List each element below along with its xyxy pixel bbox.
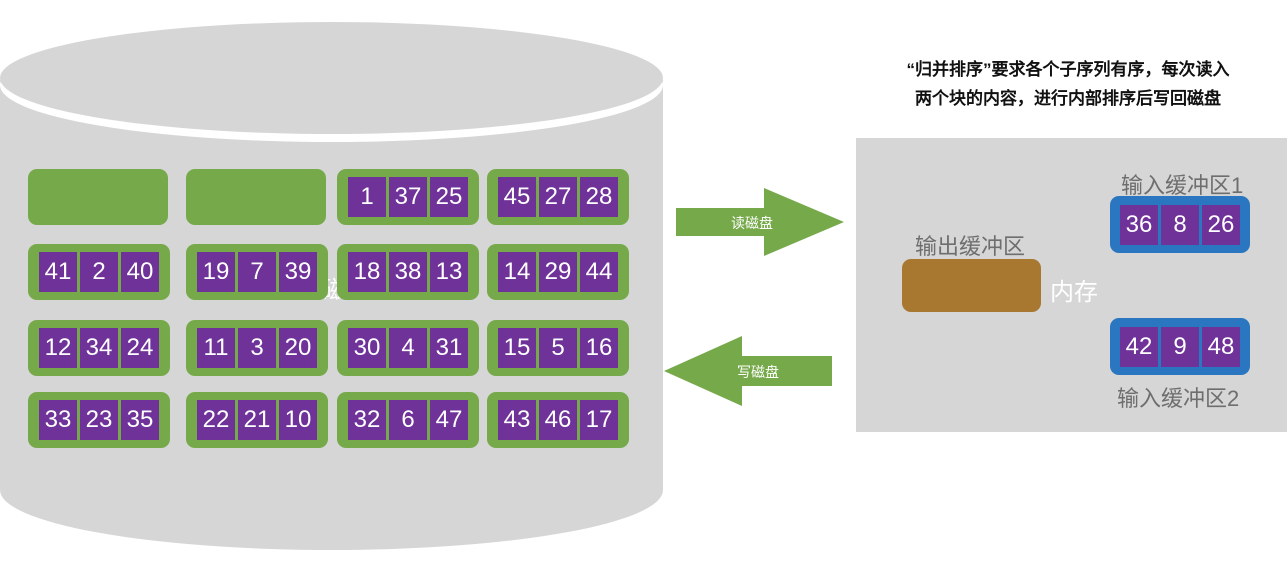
buffer-cell: 48 bbox=[1202, 326, 1240, 367]
block-cell: 21 bbox=[238, 400, 276, 440]
arrow-left-icon bbox=[664, 336, 832, 406]
write-disk-arrow: 写磁盘 bbox=[664, 336, 832, 406]
block-cell: 46 bbox=[539, 400, 577, 440]
read-disk-label: 读磁盘 bbox=[731, 215, 773, 231]
block-cell: 30 bbox=[348, 328, 386, 368]
input-buffer-2-title: 输入缓冲区2 bbox=[1117, 386, 1240, 411]
block-cell: 39 bbox=[279, 252, 317, 292]
block-cell: 13 bbox=[430, 252, 468, 292]
buffer-cell: 8 bbox=[1161, 204, 1199, 245]
block-cell: 27 bbox=[539, 177, 577, 217]
block-cell: 24 bbox=[121, 328, 159, 368]
block-cell: 23 bbox=[80, 400, 118, 440]
empty-disk-block bbox=[28, 169, 168, 225]
block-cell: 1 bbox=[348, 177, 386, 217]
block-cell: 10 bbox=[279, 400, 317, 440]
input-buffer-1: 36 8 26 bbox=[1110, 196, 1250, 253]
buffer-cell: 42 bbox=[1120, 326, 1158, 367]
block-cell: 2 bbox=[80, 252, 118, 292]
buffer-cell: 9 bbox=[1161, 326, 1199, 367]
block-cell: 11 bbox=[197, 328, 235, 368]
block-cell: 31 bbox=[430, 328, 468, 368]
block-cell: 29 bbox=[539, 252, 577, 292]
block-cell: 17 bbox=[580, 400, 618, 440]
block-cell: 19 bbox=[197, 252, 235, 292]
block-cell: 35 bbox=[121, 400, 159, 440]
block-cell: 4 bbox=[389, 328, 427, 368]
block-cell: 12 bbox=[39, 328, 77, 368]
note-line-2: 两个块的内容，进行内部排序后写回磁盘 bbox=[915, 89, 1221, 108]
block-cell: 5 bbox=[539, 328, 577, 368]
block-cell: 18 bbox=[348, 252, 386, 292]
buffer-cell: 26 bbox=[1202, 204, 1240, 245]
block-cell: 45 bbox=[498, 177, 536, 217]
block-cell: 20 bbox=[279, 328, 317, 368]
disk-top bbox=[0, 22, 663, 134]
block-cell: 44 bbox=[580, 252, 618, 292]
block-cell: 6 bbox=[389, 400, 427, 440]
block-cell: 28 bbox=[580, 177, 618, 217]
block-cell: 32 bbox=[348, 400, 386, 440]
block-cell: 3 bbox=[238, 328, 276, 368]
block-cell: 25 bbox=[430, 177, 468, 217]
block-cell: 40 bbox=[121, 252, 159, 292]
block-cell: 34 bbox=[80, 328, 118, 368]
block-cell: 15 bbox=[498, 328, 536, 368]
memory-label: 内存 bbox=[1050, 279, 1098, 306]
read-disk-arrow: 读磁盘 bbox=[676, 188, 844, 256]
output-buffer bbox=[902, 259, 1041, 312]
block-cell: 14 bbox=[498, 252, 536, 292]
block-cell: 41 bbox=[39, 252, 77, 292]
block-cell: 16 bbox=[580, 328, 618, 368]
merge-sort-note: “归并排序”要求各个子序列有序，每次读入 两个块的内容，进行内部排序后写回磁盘 bbox=[858, 55, 1278, 113]
block-cell: 43 bbox=[498, 400, 536, 440]
input-buffer-1-title: 输入缓冲区1 bbox=[1121, 173, 1244, 198]
block-cell: 33 bbox=[39, 400, 77, 440]
output-buffer-title: 输出缓冲区 bbox=[915, 234, 1026, 259]
input-buffer-2: 42 9 48 bbox=[1110, 318, 1250, 375]
empty-disk-block bbox=[186, 169, 326, 225]
block-cell: 47 bbox=[430, 400, 468, 440]
block-cell: 22 bbox=[197, 400, 235, 440]
buffer-cell: 36 bbox=[1120, 204, 1158, 245]
block-cell: 38 bbox=[389, 252, 427, 292]
block-cell: 37 bbox=[389, 177, 427, 217]
note-line-1: “归并排序”要求各个子序列有序，每次读入 bbox=[906, 60, 1230, 79]
arrow-right-icon bbox=[676, 188, 844, 256]
block-cell: 7 bbox=[238, 252, 276, 292]
write-disk-label: 写磁盘 bbox=[737, 364, 779, 380]
